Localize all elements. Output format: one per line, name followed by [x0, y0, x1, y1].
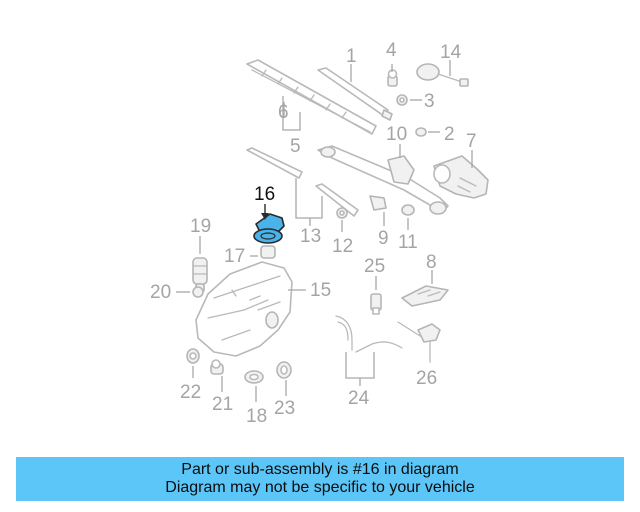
callout-2: 2 [444, 124, 455, 145]
washer-12[interactable] [336, 207, 348, 219]
callout-25: 25 [364, 256, 385, 277]
valve-21[interactable] [210, 359, 224, 375]
bolt-4[interactable] [387, 69, 398, 87]
washer-reservoir-15[interactable] [195, 261, 293, 357]
callout-21: 21 [212, 394, 233, 415]
callout-12: 12 [332, 236, 353, 257]
seal-18[interactable] [244, 370, 264, 384]
reservoir-cap-17[interactable] [260, 245, 276, 259]
callout-18: 18 [246, 406, 267, 427]
callout-1: 1 [346, 46, 357, 67]
callout-17: 17 [224, 246, 245, 267]
sensor-lead-26[interactable] [397, 321, 441, 363]
wiper-blade[interactable] [246, 59, 377, 135]
nut-3[interactable] [396, 94, 408, 106]
callout-15: 15 [310, 280, 331, 301]
callout-7: 7 [466, 131, 477, 152]
fitting-20[interactable] [192, 286, 204, 298]
nozzle-bracket-8[interactable] [401, 285, 449, 307]
parts-diagram: 1 2 3 4 5 6 7 8 9 10 11 12 13 14 15 16 1… [150, 40, 489, 427]
info-line-disclaimer: Diagram may not be specific to your vehi… [165, 479, 475, 496]
callout-16: 16 [254, 184, 275, 205]
callout-9: 9 [378, 228, 389, 249]
callout-11: 11 [398, 232, 418, 253]
callout-24: 24 [348, 388, 370, 409]
cap-2[interactable] [415, 127, 427, 137]
callout-19: 19 [190, 216, 211, 237]
connecting-rod-lower[interactable] [315, 183, 359, 217]
washer-pump-seal-16[interactable] [253, 213, 285, 244]
grommet-11[interactable] [401, 204, 415, 216]
wiper-arm[interactable] [317, 67, 393, 121]
callout-8: 8 [426, 252, 437, 273]
callout-20: 20 [150, 282, 171, 303]
sensor-14[interactable] [416, 63, 469, 87]
callout-3: 3 [424, 91, 435, 112]
callout-14: 14 [440, 42, 462, 63]
cap-23[interactable] [276, 361, 292, 379]
nozzle-25[interactable] [370, 293, 382, 315]
callout-13: 13 [300, 226, 321, 247]
clip-9[interactable] [369, 195, 387, 211]
callout-5: 5 [290, 136, 301, 157]
callout-10: 10 [386, 124, 407, 145]
grommet-22[interactable] [186, 348, 200, 364]
washer-hoses-24[interactable] [335, 315, 403, 353]
info-line-part-number: Part or sub-assembly is #16 in diagram [181, 461, 459, 478]
info-banner: Part or sub-assembly is #16 in diagram D… [16, 457, 624, 501]
callout-6: 6 [278, 102, 289, 123]
wiper-motor[interactable] [433, 155, 489, 199]
callout-23: 23 [274, 398, 295, 419]
pointer-arrow-icon [261, 204, 269, 220]
callout-4: 4 [386, 40, 397, 61]
wiper-linkage[interactable] [317, 145, 449, 215]
connecting-rod-upper[interactable] [246, 147, 303, 179]
callout-22: 22 [180, 382, 201, 403]
callout-26: 26 [416, 368, 437, 389]
